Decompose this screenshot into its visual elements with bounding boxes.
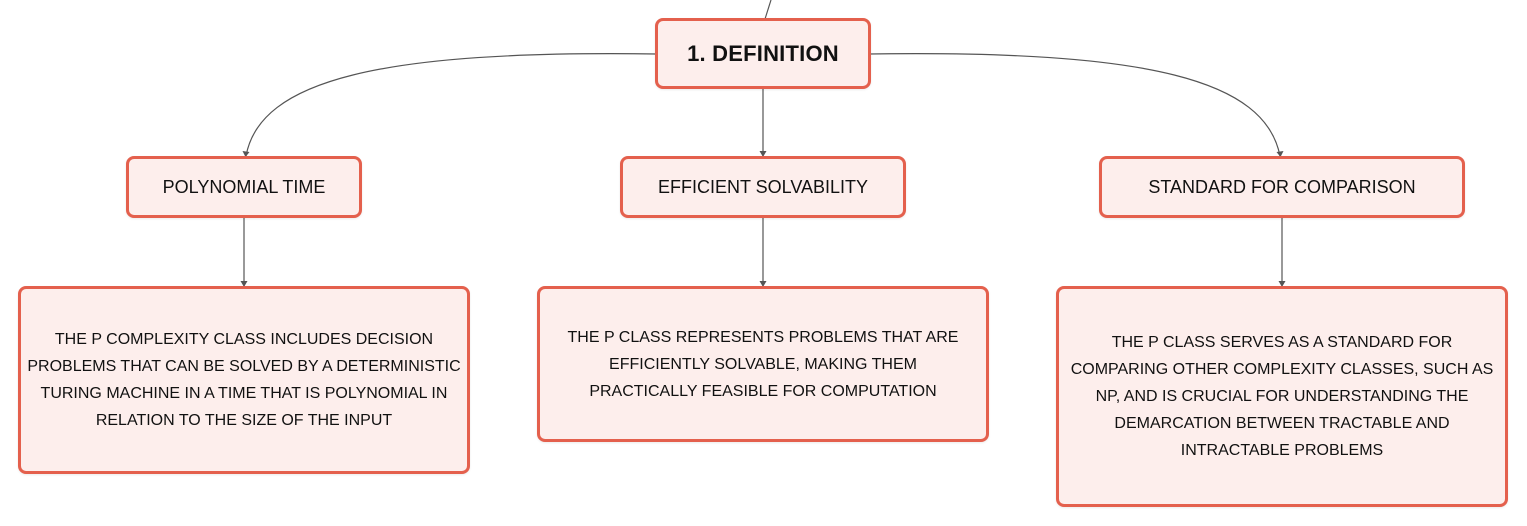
incoming-connector [764,0,772,20]
detail-node-text: THE P CLASS REPRESENTS PROBLEMS THAT ARE… [567,328,959,400]
arrowhead [1278,281,1286,287]
branch-node-efficient-solvability[interactable]: EFFICIENT SOLVABILITY [620,156,906,218]
detail-node-polynomial-time[interactable]: THE P COMPLEXITY CLASS INCLUDES DECISION… [18,286,470,474]
root-node-label: 1. DEFINITION [687,40,839,66]
branch-node-standard-for-comparison[interactable]: STANDARD FOR COMPARISON [1099,156,1465,218]
connector-root-to-polynomial-time [245,53,658,157]
arrowhead [759,281,767,287]
connector-root-to-standard-for-comparison [868,53,1281,157]
arrowhead [240,281,248,287]
branch-node-label: POLYNOMIAL TIME [162,176,326,197]
branch-node-polynomial-time[interactable]: POLYNOMIAL TIME [126,156,362,218]
branch-node-label: STANDARD FOR COMPARISON [1148,176,1416,197]
detail-node-standard-for-comparison[interactable]: THE P CLASS SERVES AS A STANDARD FOR COM… [1056,286,1508,507]
arrowhead [242,151,250,157]
detail-node-text: THE P CLASS SERVES AS A STANDARD FOR COM… [1070,334,1494,459]
detail-node-efficient-solvability[interactable]: THE P CLASS REPRESENTS PROBLEMS THAT ARE… [537,286,989,442]
detail-node-text: THE P COMPLEXITY CLASS INCLUDES DECISION… [27,331,461,429]
arrowhead [759,151,767,157]
branch-node-label: EFFICIENT SOLVABILITY [657,176,869,197]
arrowhead [1276,151,1284,157]
root-node[interactable]: 1. DEFINITION [655,18,871,89]
